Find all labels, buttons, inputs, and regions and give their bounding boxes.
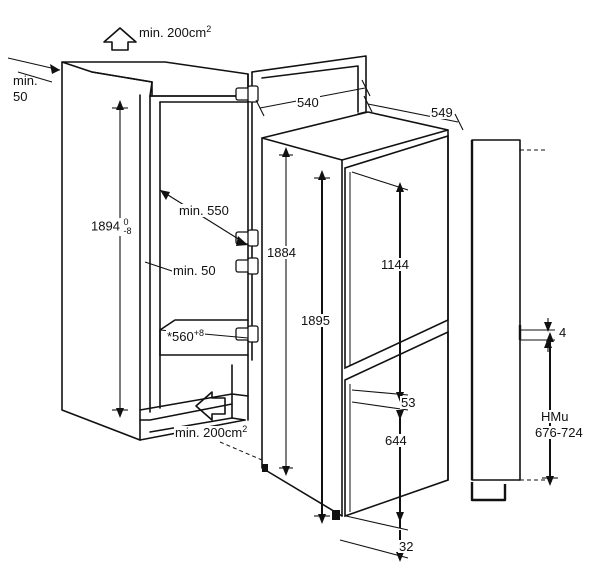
hmu-label: HMu	[540, 409, 570, 424]
niche-height-label: 1894 0 -8	[90, 218, 133, 236]
min-50-label: min. 50	[172, 263, 217, 278]
gap-53-label: 53	[400, 395, 417, 410]
left-arrow-icon	[195, 391, 226, 421]
depth-min-label-bottom: 50	[13, 89, 28, 104]
appliance-feet	[262, 464, 340, 520]
upper-door	[344, 134, 449, 370]
height-1884-label: 1884	[266, 245, 297, 260]
min-550-label: min. 550	[178, 203, 230, 218]
appliance-body	[261, 111, 449, 518]
arrowheads	[50, 64, 554, 562]
vent-top-text: min. 200cm	[139, 25, 207, 40]
vent-bottom-text: min. 200cm	[175, 425, 243, 440]
hinge-gap-4-label: 4	[558, 325, 568, 340]
up-arrow-icon	[103, 27, 137, 51]
depth-min-label-top: min.	[13, 73, 38, 88]
side-profile	[470, 139, 545, 502]
niche-height-tolerance-down: -8	[123, 226, 132, 236]
vent-bottom-label: min. 200cm2	[174, 424, 249, 440]
vent-top-label: min. 200cm2	[138, 24, 213, 40]
hmu-range-label: 676-724	[534, 425, 584, 440]
vent-bottom-exponent: 2	[242, 424, 248, 434]
niche-height-tolerance-up: 0	[123, 217, 129, 227]
height-1895-label: 1895	[300, 313, 331, 328]
width-540-label: 540	[296, 95, 320, 110]
depth-549-label: 549	[430, 105, 454, 120]
cabinet-niche	[61, 61, 249, 441]
width-560-label: *560+8	[166, 328, 206, 344]
height-644-label: 644	[384, 433, 408, 448]
bottom-32-label: 32	[398, 539, 415, 554]
vent-top-exponent: 2	[206, 24, 212, 34]
hinge-group	[235, 85, 259, 343]
width-560-value: *560	[167, 329, 194, 344]
height-1144-label: 1144	[380, 257, 410, 272]
niche-height-value: 1894	[91, 218, 120, 234]
width-560-tolerance: +8	[193, 328, 205, 338]
